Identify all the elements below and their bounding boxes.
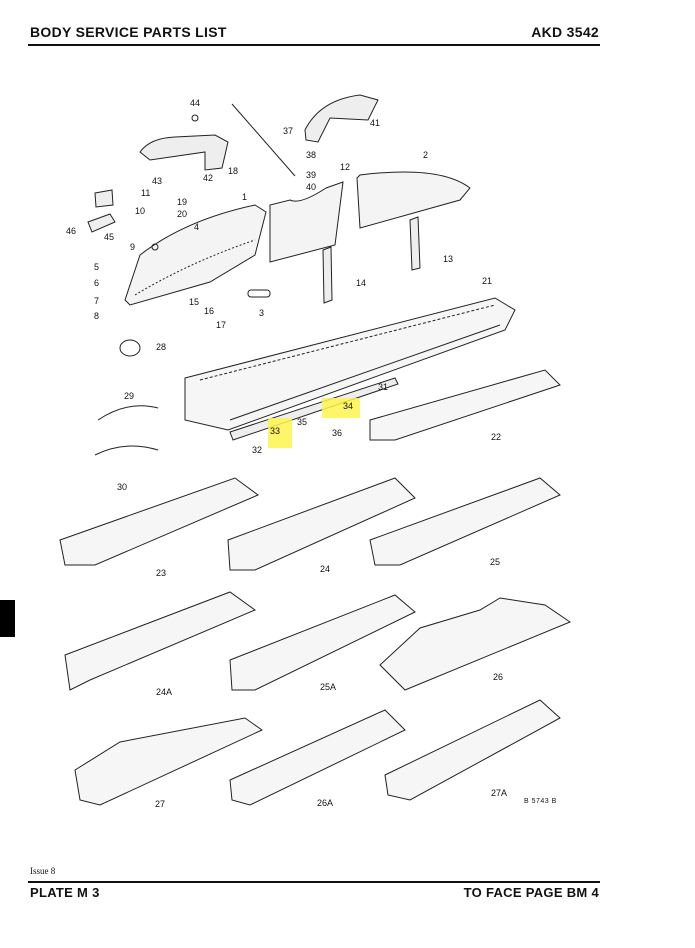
highlight-box-33 xyxy=(268,418,292,448)
callout-21: 21 xyxy=(482,276,492,286)
callout-19: 19 xyxy=(177,197,187,207)
callout-23: 23 xyxy=(156,568,166,578)
plate-label: PLATE M 3 xyxy=(30,885,100,900)
callout-29: 29 xyxy=(124,391,134,401)
callout-31: 31 xyxy=(378,382,388,392)
callout-41: 41 xyxy=(370,118,380,128)
callout-13: 13 xyxy=(443,254,453,264)
callout-34: 34 xyxy=(343,401,353,411)
callout-38: 38 xyxy=(306,150,316,160)
callout-27a: 27A xyxy=(491,788,507,798)
callout-35: 35 xyxy=(297,417,307,427)
callout-42: 42 xyxy=(203,173,213,183)
callout-25a: 25A xyxy=(320,682,336,692)
callout-36: 36 xyxy=(332,428,342,438)
callout-25: 25 xyxy=(490,557,500,567)
callout-5: 5 xyxy=(94,262,99,272)
facing-page-label: TO FACE PAGE BM 4 xyxy=(463,885,599,900)
drawing-reference-code: B 5743 B xyxy=(524,798,557,805)
callout-7: 7 xyxy=(94,296,99,306)
callout-3: 3 xyxy=(259,308,264,318)
callout-30: 30 xyxy=(117,482,127,492)
callout-14: 14 xyxy=(356,278,366,288)
header-part-number: AKD 3542 xyxy=(531,24,599,40)
callout-8: 8 xyxy=(94,311,99,321)
header-title: BODY SERVICE PARTS LIST xyxy=(30,24,227,40)
highlight-box-34 xyxy=(322,398,360,418)
callout-40: 40 xyxy=(306,182,316,192)
callout-2: 2 xyxy=(423,150,428,160)
callout-44: 44 xyxy=(190,98,200,108)
callout-9: 9 xyxy=(130,242,135,252)
page-tab-marker xyxy=(0,600,15,637)
callout-18: 18 xyxy=(228,166,238,176)
callout-33: 33 xyxy=(270,426,280,436)
callout-32: 32 xyxy=(252,445,262,455)
callout-15: 15 xyxy=(189,297,199,307)
callout-46: 46 xyxy=(66,226,76,236)
callout-1: 1 xyxy=(242,192,247,202)
callout-22: 22 xyxy=(491,432,501,442)
callout-6: 6 xyxy=(94,278,99,288)
callout-28: 28 xyxy=(156,342,166,352)
callout-26: 26 xyxy=(493,672,503,682)
callout-39: 39 xyxy=(306,170,316,180)
callout-24: 24 xyxy=(320,564,330,574)
callout-27: 27 xyxy=(155,799,165,809)
issue-label: Issue 8 xyxy=(30,866,56,876)
callout-11: 11 xyxy=(141,188,150,198)
callout-10: 10 xyxy=(135,206,145,216)
callout-16: 16 xyxy=(204,306,214,316)
callout-45: 45 xyxy=(104,232,114,242)
callout-43: 43 xyxy=(152,176,162,186)
callout-24a: 24A xyxy=(156,687,172,697)
callout-26a: 26A xyxy=(317,798,333,808)
callout-37: 37 xyxy=(283,126,293,136)
header-rule xyxy=(28,44,600,46)
footer-rule xyxy=(28,881,600,883)
callout-20: 20 xyxy=(177,209,187,219)
callout-17: 17 xyxy=(216,320,226,330)
callout-12: 12 xyxy=(340,162,350,172)
callout-4: 4 xyxy=(194,222,199,232)
